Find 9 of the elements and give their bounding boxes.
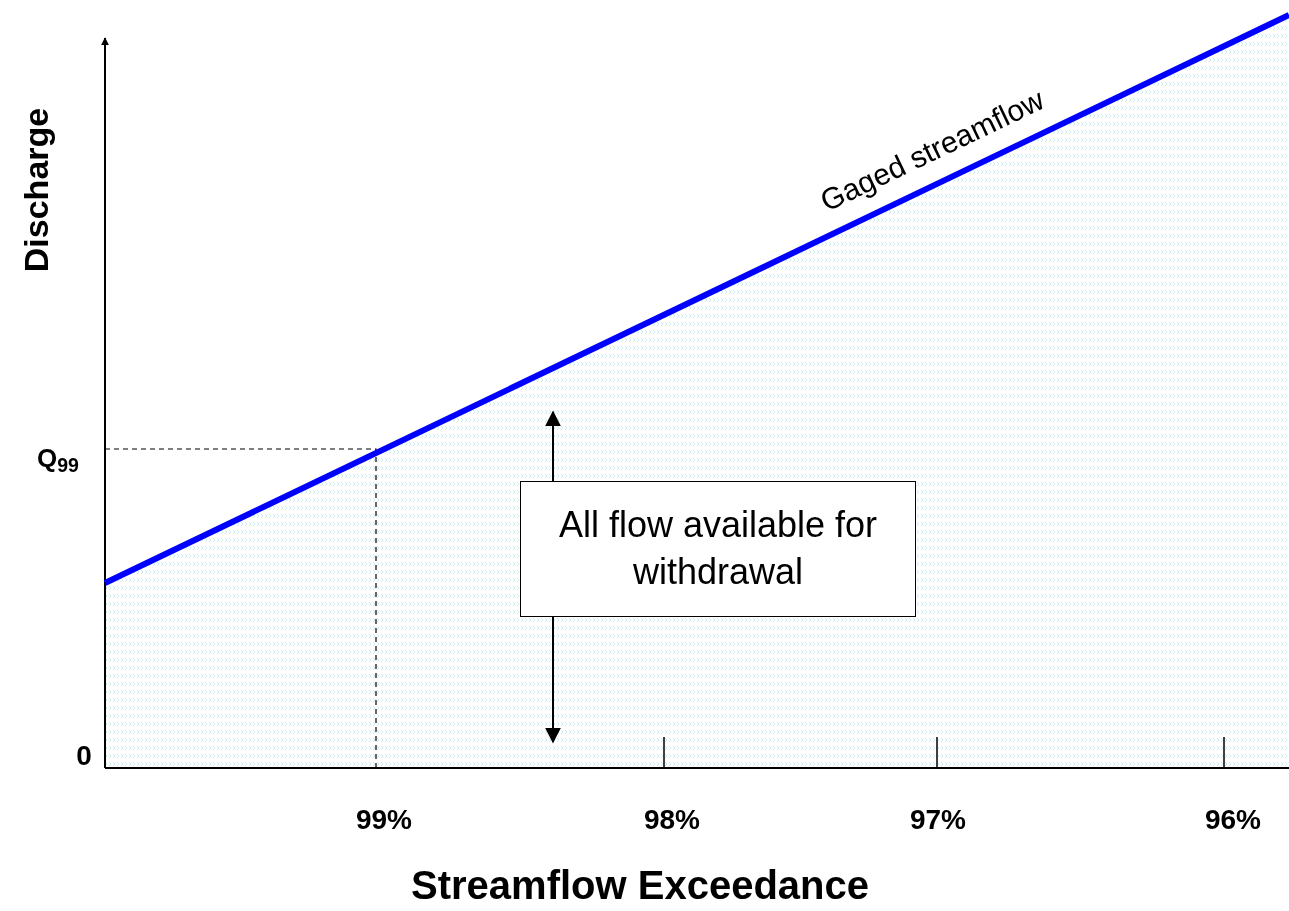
axis-tick-label: 0 [76, 739, 92, 773]
axis-title: Discharge [15, 107, 56, 273]
axis-tick-label: 98% [644, 803, 700, 837]
axis-tick-label: 97% [910, 803, 966, 837]
label-box: All flow available for withdrawal [520, 481, 916, 617]
axis-tick-label: 99% [356, 803, 412, 837]
axis-tick-label: Q$_{99}$ [37, 441, 79, 478]
axis-tick-label: 96% [1205, 803, 1261, 837]
axis-title: Streamflow Exceedance [411, 862, 869, 909]
